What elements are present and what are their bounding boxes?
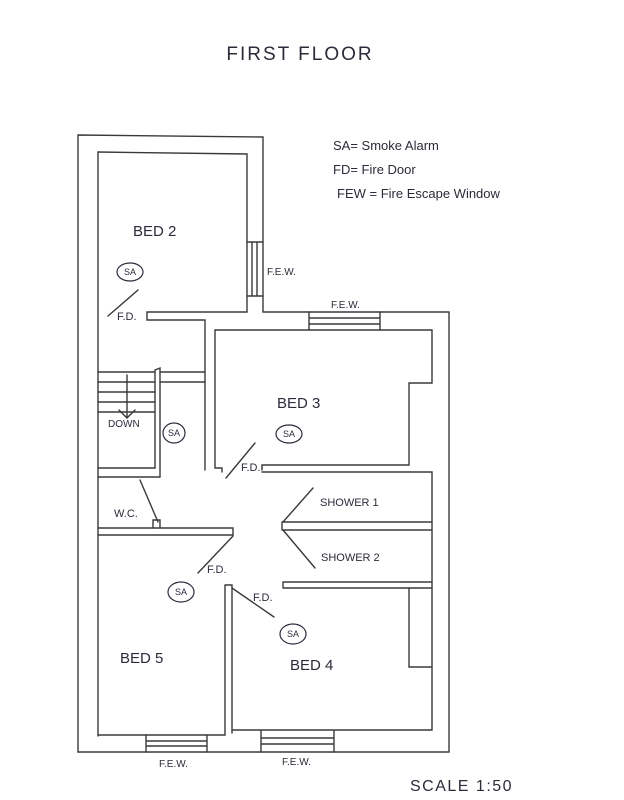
svg-text:SA: SA xyxy=(287,629,299,639)
svg-text:SA: SA xyxy=(175,587,187,597)
window-bed4 xyxy=(260,730,335,753)
door-shower2 xyxy=(282,529,316,569)
fire-door-labels: F.D. F.D. F.D. F.D. xyxy=(117,311,273,604)
room-bed2: BED 2 xyxy=(133,223,176,240)
door-bed3 xyxy=(225,442,256,479)
legend-fd: FD= Fire Door xyxy=(333,162,416,177)
smoke-alarm-icon: SA xyxy=(279,623,307,645)
few-label: F.E.W. xyxy=(282,757,311,768)
svg-text:SA: SA xyxy=(283,429,295,439)
room-labels: BED 2 BED 3 BED 4 BED 5 W.C. SHOWER 1 SH… xyxy=(108,223,380,674)
fd-label: F.D. xyxy=(253,592,273,604)
smoke-alarm-icon: SA xyxy=(167,581,195,603)
walls xyxy=(77,134,450,753)
scale-label: SCALE 1:50 xyxy=(410,778,513,795)
door-wc xyxy=(139,479,159,523)
svg-text:SA: SA xyxy=(168,428,180,438)
smoke-alarms: SA SA SA SA SA xyxy=(116,262,307,645)
few-label: F.E.W. xyxy=(159,759,188,770)
doors xyxy=(107,289,316,618)
legend: SA= Smoke Alarm FD= Fire Door FEW = Fire… xyxy=(333,138,501,201)
door-shower1 xyxy=(282,487,314,523)
room-bed4: BED 4 xyxy=(290,657,333,674)
room-bed5: BED 5 xyxy=(120,650,163,667)
room-shower2: SHOWER 2 xyxy=(321,552,380,564)
svg-text:SA: SA xyxy=(124,267,136,277)
stairs-label: DOWN xyxy=(108,419,140,430)
window-bed3 xyxy=(308,311,381,331)
smoke-alarm-icon: SA xyxy=(162,422,186,444)
legend-few: FEW = Fire Escape Window xyxy=(337,186,501,201)
fd-label: F.D. xyxy=(117,311,137,323)
few-label: F.E.W. xyxy=(267,267,296,278)
smoke-alarm-icon: SA xyxy=(116,262,144,282)
window-bed2 xyxy=(246,241,264,297)
door-bed2 xyxy=(107,289,139,317)
fd-label: F.D. xyxy=(207,564,227,576)
few-label: F.E.W. xyxy=(331,300,360,311)
room-shower1: SHOWER 1 xyxy=(320,497,379,509)
legend-sa: SA= Smoke Alarm xyxy=(333,138,439,153)
room-wc: W.C. xyxy=(114,508,138,520)
room-bed3: BED 3 xyxy=(277,395,320,412)
fd-label: F.D. xyxy=(241,462,261,474)
plan-title: FIRST FLOOR xyxy=(226,44,373,65)
fire-escape-window-labels: F.E.W. F.E.W. F.E.W. F.E.W. xyxy=(159,267,360,770)
smoke-alarm-icon: SA xyxy=(275,424,303,444)
door-bed4 xyxy=(231,587,275,618)
stairs-arrow-icon xyxy=(118,374,136,419)
window-bed5 xyxy=(145,734,208,753)
door-bed5 xyxy=(197,535,234,574)
